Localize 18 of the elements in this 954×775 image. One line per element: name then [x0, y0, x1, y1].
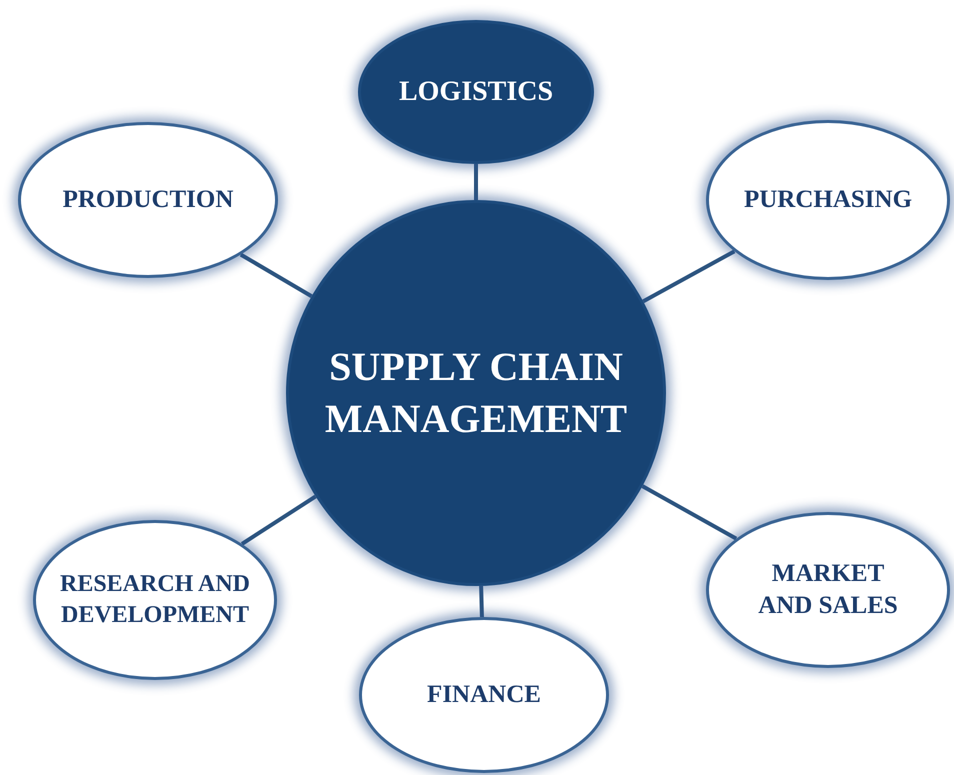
node-label: PURCHASING — [744, 184, 912, 215]
topic-ellipse — [33, 520, 277, 680]
connector-line — [641, 484, 738, 540]
node-label: LOGISTICS — [398, 74, 554, 109]
connector-line — [642, 250, 736, 304]
connector-line — [240, 494, 317, 546]
topic-ellipse — [358, 20, 594, 164]
topic-ellipse — [706, 120, 950, 280]
node-label: RESEARCH AND DEVELOPMENT — [58, 570, 252, 630]
node-label: PRODUCTION — [62, 184, 234, 215]
topic-ellipse — [706, 512, 950, 668]
connector-line — [474, 164, 478, 200]
node-label: MARKET AND SALES — [758, 558, 898, 621]
node-label: FINANCE — [427, 680, 541, 710]
topic-ellipse — [18, 122, 278, 278]
connector-line — [240, 252, 313, 298]
connector-line — [479, 586, 484, 618]
node-label: SUPPLY CHAIN MANAGEMENT — [324, 343, 628, 443]
